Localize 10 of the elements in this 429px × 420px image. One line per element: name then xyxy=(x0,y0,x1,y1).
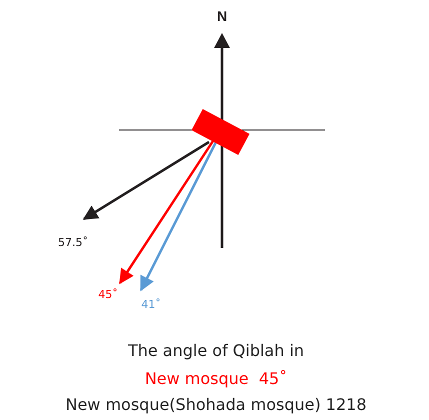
caption-line: New mosque(Shohada mosque) 1218 xyxy=(64,396,368,414)
angle-label: 45˚ xyxy=(88,288,128,301)
north-label: N xyxy=(216,8,228,24)
angle-label: 41˚ xyxy=(131,298,171,311)
caption-line: New mosque 45˚ xyxy=(144,370,288,388)
arrow xyxy=(82,140,210,220)
arrow xyxy=(118,140,214,284)
arrow xyxy=(140,141,218,292)
angle-label: 57.5˚ xyxy=(53,236,93,249)
caption-line: The angle of Qiblah in xyxy=(126,342,306,360)
